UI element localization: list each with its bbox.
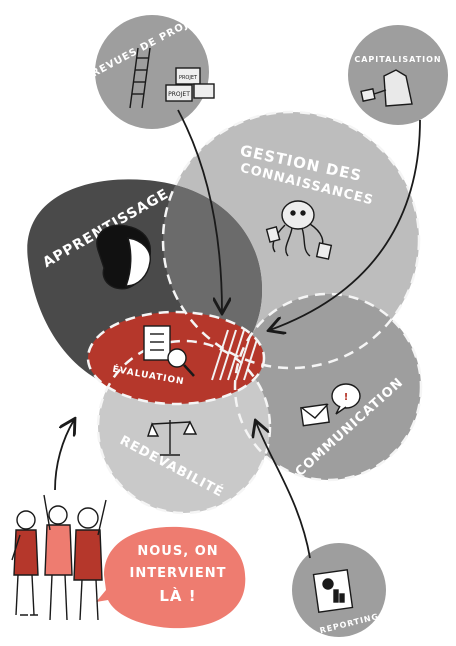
arrow-reporting xyxy=(256,422,311,559)
shirt-tag-icon xyxy=(360,69,413,107)
dashed-evaluation xyxy=(86,310,266,406)
callout-line-1: NOUS, ON xyxy=(137,544,218,559)
arrow-capitalisation xyxy=(270,119,421,330)
arrow-people xyxy=(54,420,74,491)
dashed-redevabilite xyxy=(96,339,272,515)
callout-line-3: LÀ ! xyxy=(159,586,196,605)
box-label-1: PROJET xyxy=(168,91,190,98)
capitalisation-label: CAPITALISATION xyxy=(354,55,441,64)
svg-text:!: ! xyxy=(344,392,349,403)
ladder-boxes-icon xyxy=(129,47,215,109)
callout-line-2: INTERVIENT xyxy=(129,566,226,581)
checklist-magnifier-icon xyxy=(143,325,195,377)
octopus-icon xyxy=(265,200,333,260)
callout-bubble xyxy=(96,526,246,629)
dashed-gestion xyxy=(161,110,421,370)
envelope-bubble-icon: ! xyxy=(300,383,361,427)
scales-icon xyxy=(147,420,198,456)
people-group-icon xyxy=(11,494,107,621)
dashed-communication xyxy=(233,292,423,482)
face-icon xyxy=(96,224,151,290)
report-document-icon xyxy=(312,569,354,613)
arrow-revues xyxy=(177,109,222,312)
box-label-2: PROJET xyxy=(179,75,198,81)
communication-circle xyxy=(235,294,421,480)
